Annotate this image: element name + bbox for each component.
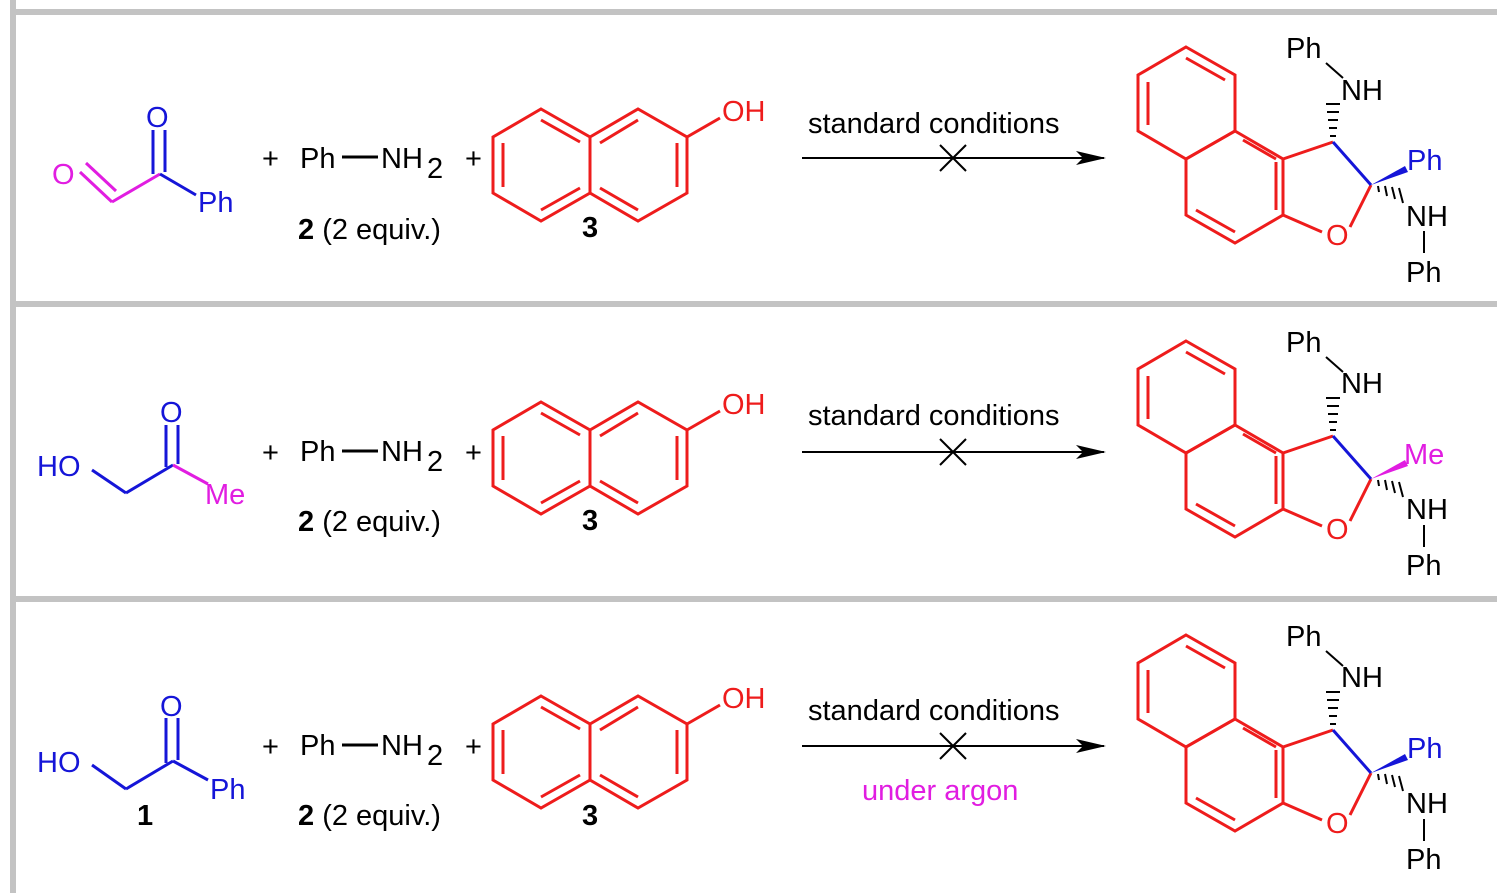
reaction-row-1: O O Ph + Ph NH 2 2 (2 equiv.) + OH 3 <box>52 33 1448 289</box>
methyl-label: Me <box>205 479 245 511</box>
ring-oxygen-label: O <box>1326 514 1349 546</box>
hydroxyl-label: OH <box>722 683 766 715</box>
top-phenyl-label: Ph <box>1286 621 1321 653</box>
ketone-oxygen-label: O <box>160 691 183 723</box>
hydroxyl-label: OH <box>722 96 766 128</box>
hydroxyl-label: HO <box>37 451 81 483</box>
aniline-nh-label: NH <box>381 436 423 468</box>
reaction-arrow: standard conditions under argon <box>802 695 1106 807</box>
reaction-arrow: standard conditions <box>802 108 1106 172</box>
aniline-subscript: 2 <box>427 153 443 185</box>
ketone-oxygen-label: O <box>160 397 183 429</box>
reactant-aniline: Ph NH 2 2 (2 equiv.) <box>298 143 443 246</box>
conditions-label: standard conditions <box>808 400 1060 432</box>
ketone-oxygen-label: O <box>146 102 169 134</box>
hydroxyl-label: OH <box>722 389 766 421</box>
aniline-ph-label: Ph <box>300 143 335 175</box>
product-dihydronaphthofuran: Ph NH Ph NH Ph O <box>1136 621 1448 876</box>
scheme-frame <box>10 0 1497 893</box>
reaction-row-3: HO O Ph 1 + Ph NH 2 2 (2 equiv.) + OH 3 <box>37 621 1448 876</box>
atmosphere-label: under argon <box>862 775 1018 807</box>
reaction-row-2: HO O Me + Ph NH 2 2 (2 equiv.) + OH 3 <box>37 327 1448 582</box>
aniline-ph-label: Ph <box>300 436 335 468</box>
aniline-subscript: 2 <box>427 740 443 772</box>
quaternary-substituent-label: Ph <box>1407 733 1442 765</box>
reactant-naphthol: OH 3 <box>491 96 766 244</box>
plus-sign: + <box>262 731 279 763</box>
reactant-naphthol: OH 3 <box>491 389 766 537</box>
ring-oxygen-label: O <box>1326 808 1349 840</box>
ring-oxygen-label: O <box>1326 220 1349 252</box>
reactant-naphthol: OH 3 <box>491 683 766 832</box>
top-amine-label: NH <box>1341 368 1383 400</box>
reaction-arrow: standard conditions <box>802 400 1106 466</box>
bottom-phenyl-label: Ph <box>1406 844 1441 876</box>
reactant-hydroxyacetophenone: HO O Ph 1 <box>37 691 245 832</box>
phenyl-label: Ph <box>210 774 245 806</box>
product-dihydronaphthofuran: Ph NH Ph NH Ph O <box>1136 33 1448 289</box>
compound-3-label: 3 <box>582 212 598 244</box>
quaternary-substituent-label: Me <box>1404 439 1444 471</box>
plus-sign: + <box>262 437 279 469</box>
plus-sign: + <box>465 437 482 469</box>
reactant-hydroxyacetone: HO O Me <box>37 397 245 511</box>
compound-3-label: 3 <box>582 505 598 537</box>
hydroxyl-label: HO <box>37 747 81 779</box>
compound-2-label: 2 (2 equiv.) <box>298 214 441 246</box>
lower-amine-label: NH <box>1406 494 1448 526</box>
aniline-subscript: 2 <box>427 446 443 478</box>
quaternary-substituent-label: Ph <box>1407 145 1442 177</box>
plus-sign: + <box>465 143 482 175</box>
product-dihydronaphthofuran: Ph NH Me NH Ph O <box>1136 327 1448 582</box>
top-amine-label: NH <box>1341 662 1383 694</box>
aldehyde-oxygen-label: O <box>52 159 75 191</box>
reactant-aniline: Ph NH 2 2 (2 equiv.) <box>298 730 443 832</box>
lower-amine-label: NH <box>1406 788 1448 820</box>
compound-3-label: 3 <box>582 800 598 832</box>
top-phenyl-label: Ph <box>1286 33 1321 65</box>
bottom-phenyl-label: Ph <box>1406 550 1441 582</box>
top-phenyl-label: Ph <box>1286 327 1321 359</box>
lower-amine-label: NH <box>1406 201 1448 233</box>
conditions-label: standard conditions <box>808 695 1060 727</box>
conditions-label: standard conditions <box>808 108 1060 140</box>
reactant-aniline: Ph NH 2 2 (2 equiv.) <box>298 436 443 538</box>
top-amine-label: NH <box>1341 75 1383 107</box>
aniline-nh-label: NH <box>381 143 423 175</box>
compound-1-label: 1 <box>137 800 153 832</box>
compound-2-label: 2 (2 equiv.) <box>298 506 441 538</box>
plus-sign: + <box>465 731 482 763</box>
plus-sign: + <box>262 143 279 175</box>
aniline-nh-label: NH <box>381 730 423 762</box>
compound-2-label: 2 (2 equiv.) <box>298 800 441 832</box>
phenyl-label: Ph <box>198 187 233 219</box>
bottom-phenyl-label: Ph <box>1406 257 1441 289</box>
aniline-ph-label: Ph <box>300 730 335 762</box>
reactant-glyoxal: O O Ph <box>52 102 233 219</box>
